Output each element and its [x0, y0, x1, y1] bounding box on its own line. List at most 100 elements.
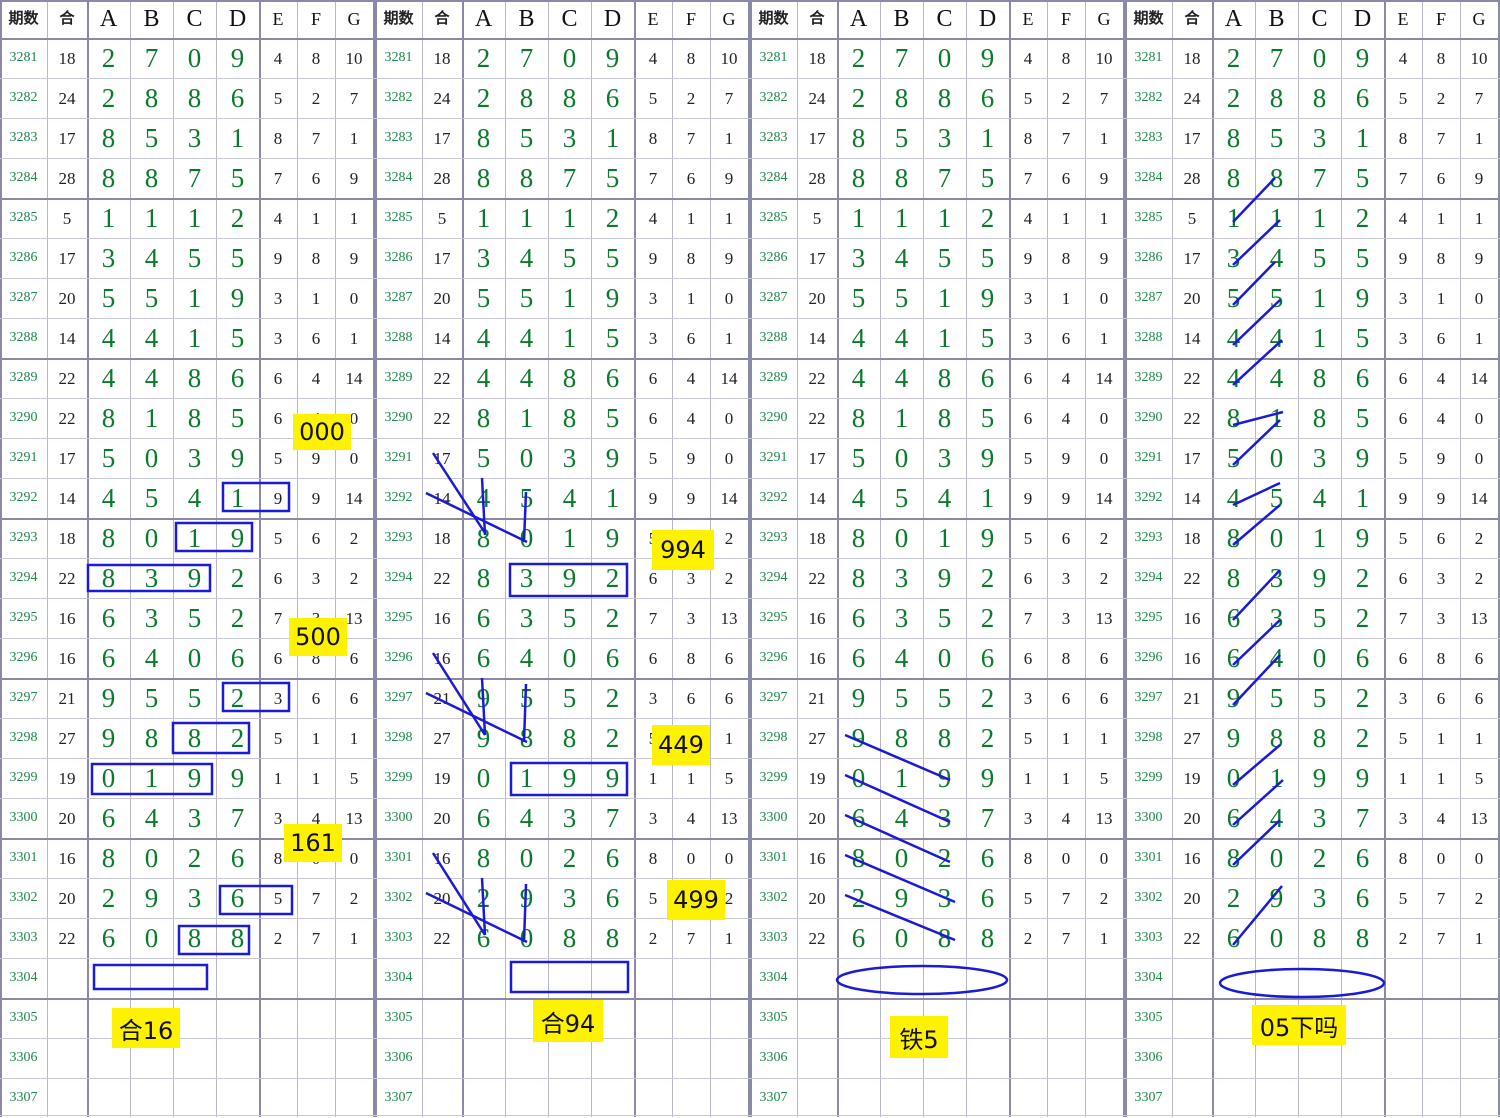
value-cell: 1 [349, 208, 359, 228]
value-cell: 4 [1061, 368, 1071, 388]
period-cell: 3290 [384, 410, 413, 425]
digit-cell: 9 [1312, 762, 1327, 793]
value-cell: 1 [1436, 208, 1446, 228]
digit-cell: 5 [230, 242, 245, 273]
digit-cell: 2 [980, 682, 995, 713]
value-cell: 4 [1061, 808, 1071, 828]
value-cell: 14 [720, 368, 738, 388]
value-cell: 8 [648, 848, 658, 868]
digit-cell: 1 [894, 202, 909, 233]
digit-cell: 8 [101, 122, 116, 153]
value-cell: 4 [648, 208, 658, 228]
digit-cell: 2 [1355, 562, 1370, 593]
sum-cell: 17 [58, 448, 76, 468]
value-cell: 1 [1061, 728, 1071, 748]
value-cell: 6 [273, 648, 283, 668]
digit-cell: 1 [1312, 522, 1327, 553]
digit-cell: 0 [144, 442, 159, 473]
period-cell: 3296 [1134, 650, 1163, 665]
trend-line [1232, 819, 1281, 866]
digit-cell: 1 [187, 202, 202, 233]
digit-cell: 9 [101, 722, 116, 753]
period-cell: 3304 [759, 970, 788, 985]
digit-cell: 1 [519, 202, 534, 233]
grid-line [0, 318, 1500, 319]
digit-cell: 3 [562, 442, 577, 473]
value-cell: 3 [273, 688, 283, 708]
period-cell: 3286 [759, 250, 788, 265]
digit-cell: 1 [937, 282, 952, 313]
header-cell: F [310, 9, 321, 29]
digit-cell: 6 [230, 642, 245, 673]
digit-cell: 4 [519, 642, 534, 673]
period-cell: 3287 [1134, 290, 1163, 305]
value-cell: 9 [1023, 248, 1033, 268]
sum-cell: 27 [433, 728, 451, 748]
value-cell: 0 [349, 288, 359, 308]
period-cell: 3285 [384, 210, 413, 225]
digit-cell: 1 [605, 122, 620, 153]
value-cell: 13 [1470, 608, 1488, 628]
value-cell: 0 [1099, 408, 1109, 428]
sum-cell: 5 [1187, 208, 1197, 228]
header-cell: A [99, 6, 118, 32]
digit-cell: 4 [144, 322, 159, 353]
sum-cell: 22 [433, 408, 451, 428]
digit-cell: 7 [1312, 162, 1327, 193]
digit-cell: 4 [894, 802, 909, 833]
value-cell: 1 [724, 208, 734, 228]
value-cell: 9 [349, 248, 359, 268]
sum-cell: 22 [58, 368, 76, 388]
digit-cell: 3 [937, 802, 952, 833]
value-cell: 5 [1398, 888, 1408, 908]
digit-cell: 2 [851, 882, 866, 913]
highlight-box [221, 481, 291, 513]
trend-line [1232, 419, 1281, 466]
value-cell: 0 [724, 848, 734, 868]
digit-cell: 1 [519, 762, 534, 793]
digit-cell: 6 [1355, 82, 1370, 113]
sum-cell: 24 [1183, 88, 1201, 108]
period-cell: 3304 [384, 970, 413, 985]
value-cell: 1 [724, 128, 734, 148]
digit-cell: 2 [605, 562, 620, 593]
value-cell: 0 [1474, 448, 1484, 468]
note-label: 499 [667, 880, 725, 920]
grid-line [0, 798, 1500, 799]
value-cell: 3 [1436, 608, 1446, 628]
value-cell: 6 [1398, 368, 1408, 388]
value-cell: 4 [311, 368, 321, 388]
sum-cell: 17 [1183, 248, 1201, 268]
digit-cell: 5 [894, 282, 909, 313]
period-cell: 3289 [1134, 370, 1163, 385]
period-cell: 3293 [384, 530, 413, 545]
grid-line [0, 838, 1500, 840]
value-cell: 9 [273, 248, 283, 268]
value-cell: 5 [1398, 528, 1408, 548]
sum-cell: 20 [433, 288, 451, 308]
period-cell: 3299 [1134, 770, 1163, 785]
sum-cell: 16 [433, 608, 451, 628]
digit-cell: 3 [1312, 122, 1327, 153]
digit-cell: 2 [1355, 722, 1370, 753]
trend-line [425, 491, 528, 544]
trend-line [1232, 261, 1276, 306]
sum-cell: 18 [433, 48, 451, 68]
value-cell: 9 [686, 448, 696, 468]
value-cell: 5 [1023, 88, 1033, 108]
digit-cell: 4 [1269, 322, 1284, 353]
value-cell: 1 [349, 928, 359, 948]
value-cell: 6 [1398, 648, 1408, 668]
sum-cell: 21 [1183, 688, 1201, 708]
digit-cell: 5 [894, 482, 909, 513]
digit-cell: 1 [187, 322, 202, 353]
header-cell: E [647, 9, 659, 29]
sum-cell: 28 [1183, 168, 1201, 188]
digit-cell: 9 [980, 762, 995, 793]
digit-cell: 9 [894, 882, 909, 913]
value-cell: 6 [1474, 648, 1484, 668]
digit-cell: 5 [605, 322, 620, 353]
header-cell: B [893, 6, 910, 32]
digit-cell: 8 [519, 162, 534, 193]
